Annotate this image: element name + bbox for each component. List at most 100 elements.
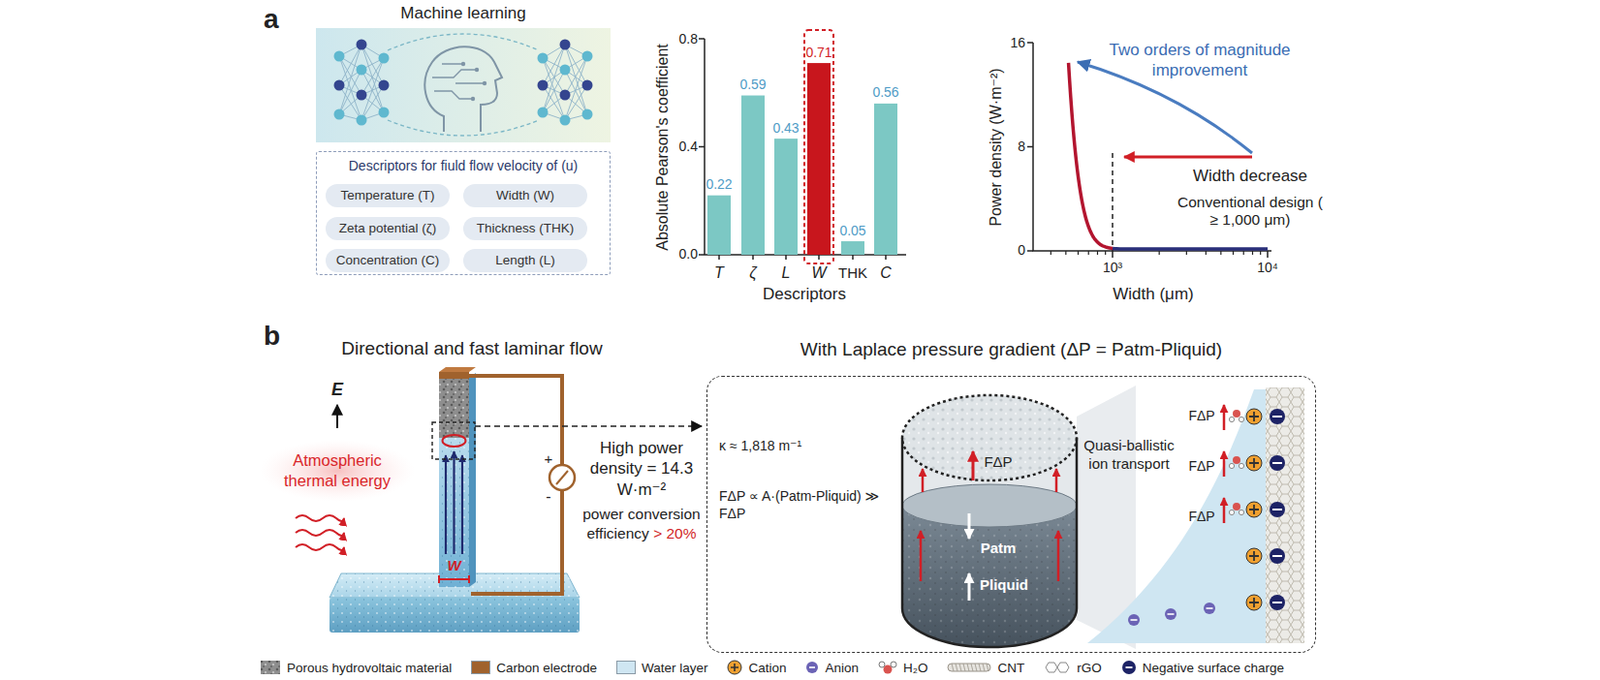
- force-label: FΔP: [1188, 508, 1215, 527]
- tick-label: 16: [1009, 34, 1026, 53]
- descriptor-pill: Temperature (T): [325, 184, 450, 208]
- equation: κ ≈ 1,818 m⁻¹: [719, 438, 802, 456]
- legend-item: rGO: [1043, 659, 1102, 676]
- descriptor-text: Thickness (THK): [476, 220, 575, 237]
- ml-panel: Machine learning: [315, 28, 611, 143]
- pressure-label: Pliquid: [979, 576, 1029, 596]
- width-bracket: [439, 575, 470, 584]
- legend-text: CNT: [997, 660, 1025, 676]
- bar: [741, 95, 765, 255]
- neg-icon: [1121, 659, 1137, 676]
- legend-item: Carbon electrode: [470, 660, 597, 676]
- mechanism-illustration: [902, 385, 1305, 650]
- neural-net: [334, 39, 594, 126]
- zoom-box: [432, 422, 475, 460]
- bars: [707, 62, 898, 260]
- device-illustration: [259, 367, 702, 633]
- highlight-box: [804, 30, 834, 264]
- wire: [469, 376, 563, 595]
- field-symbol: E: [331, 378, 344, 402]
- annotation: High power density = 14.3 W·m⁻²: [582, 438, 701, 501]
- force-arrow: [972, 451, 975, 481]
- legend-text: rGO: [1076, 660, 1102, 676]
- slab-front: [329, 597, 580, 633]
- legend: Porous hydrovoltaic material Carbon elect…: [259, 657, 1285, 679]
- force-label: FΔP: [983, 453, 1012, 472]
- circuit-lines: [432, 63, 485, 99]
- head-icon: [424, 46, 502, 132]
- bar: [707, 195, 731, 255]
- polarity-sign: -: [545, 487, 551, 507]
- descriptor-box: Descriptors for fiuld flow velocity of (…: [315, 151, 611, 276]
- heading: With Laplace pressure gradient (ΔP = Pat…: [707, 339, 1316, 362]
- flow-arrows: [445, 451, 463, 555]
- legend-swatch: [616, 660, 636, 675]
- legend-text: Water layer: [641, 660, 709, 676]
- descriptor-pill: Concentration (C): [325, 249, 450, 273]
- axis-title: Descriptors: [762, 283, 847, 305]
- dimension-label: W: [446, 557, 461, 576]
- tick-label: 0.4: [679, 138, 698, 157]
- por-icon: [259, 659, 282, 676]
- heading: Machine learning: [315, 3, 611, 24]
- water-layer: [1087, 389, 1266, 644]
- water-surface: [902, 484, 1077, 528]
- legend-text: Carbon electrode: [496, 660, 597, 676]
- cat-icon: [726, 659, 743, 676]
- category-label: THK: [838, 264, 868, 283]
- annotation: Width decrease: [1192, 165, 1308, 187]
- strip-side: [469, 373, 476, 588]
- annotation: Conventional design ( ≥ 1,000 μm): [1172, 193, 1328, 229]
- axis-title: Width (μm): [1112, 283, 1193, 305]
- force-label: FΔP: [1188, 458, 1215, 476]
- value-label: 0.05: [839, 222, 866, 241]
- meniscus-mark: [442, 435, 467, 447]
- category-label: W: [811, 263, 826, 283]
- tick-label: 0.8: [679, 31, 698, 49]
- descriptor-text: Concentration (C): [336, 252, 440, 269]
- descriptor-text: Temperature (T): [341, 188, 436, 204]
- minor-ticks: [1050, 250, 1260, 255]
- descriptor-pill: Width (W): [463, 184, 588, 208]
- value-label: 0.59: [739, 76, 766, 95]
- descriptor-text: Zeta potential (ζ): [339, 220, 438, 237]
- bar-chart-axes: [698, 38, 907, 255]
- tick-label: 8: [1017, 138, 1026, 157]
- descriptor-text: Width (W): [496, 188, 555, 204]
- h2o-icon: [878, 659, 898, 676]
- tick-label: 0.0: [679, 246, 698, 264]
- equation: FΔP ∝ A·(Patm-Pliquid) ≫ FΔP: [719, 488, 882, 523]
- force-label: FΔP: [1188, 407, 1215, 426]
- field-arrow: [336, 405, 339, 429]
- ml-band: [315, 28, 611, 143]
- efficiency-note: power conversion efficiency> 20%: [580, 504, 703, 544]
- legend-text: Porous hydrovoltaic material: [286, 660, 452, 676]
- side-force-arrows: [920, 469, 1059, 582]
- decrease-arrow: [1124, 156, 1253, 159]
- legend-item: Cation: [726, 659, 786, 676]
- zoom-arrow: [474, 425, 702, 428]
- descriptor-pill: Zeta potential (ζ): [325, 217, 450, 241]
- category-label: T: [714, 263, 724, 283]
- legend-item: Porous hydrovoltaic material: [259, 659, 452, 676]
- bar: [874, 103, 898, 255]
- panel-letter: a: [263, 1, 280, 36]
- strip-porous: [439, 377, 470, 439]
- polarity-sign: +: [544, 450, 554, 470]
- heat-waves: [295, 515, 345, 551]
- category-label: L: [782, 263, 791, 283]
- cylinder-top: [902, 395, 1077, 481]
- descriptor-pill: Length (L): [463, 249, 588, 273]
- annotation: Quasi-ballistic ion transport: [1074, 437, 1184, 474]
- legend-item: CNT: [946, 659, 1025, 676]
- panel-letter: b: [263, 318, 281, 353]
- dashed-arc: [387, 33, 539, 51]
- legend-item: Anion: [805, 659, 859, 676]
- threshold-line: [1111, 153, 1114, 251]
- tick-label: 10³: [1102, 259, 1123, 278]
- annotation: > 20%: [653, 525, 696, 542]
- legend-item: H₂O: [878, 659, 929, 676]
